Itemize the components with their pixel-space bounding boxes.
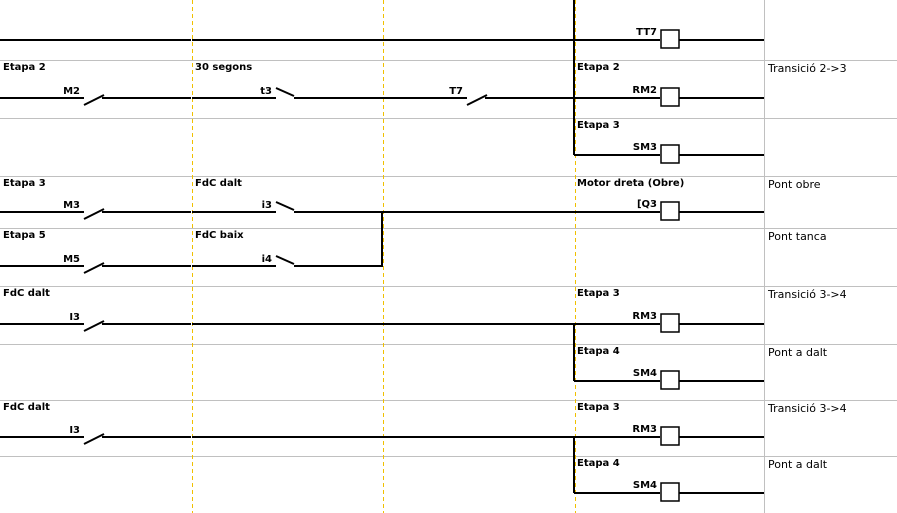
contact-label: T7 [449,86,463,97]
element-description: Etapa 3 [577,288,620,299]
coil-label: SM4 [633,480,657,491]
coil-label: SM3 [633,142,657,153]
contact-label: I3 [69,312,80,323]
contact-nc-symbol[interactable] [275,255,295,265]
coil-label: SM4 [633,368,657,379]
element-description: Etapa 2 [3,62,46,73]
coil-box[interactable] [660,482,680,502]
contact-label: t3 [260,86,272,97]
contact-label: I3 [69,425,80,436]
coil-label: RM3 [632,311,657,322]
element-description: 30 segons [195,62,252,73]
contact-no-symbol[interactable] [466,94,488,106]
element-description: FdC dalt [3,402,50,413]
rung-comment: Pont a dalt [768,458,828,471]
contact-no-symbol[interactable] [83,208,105,220]
coil-box[interactable] [660,29,680,49]
rung-comment: Transició 2->3 [767,62,847,75]
rung-comment: Pont a dalt [768,346,828,359]
wire-layer [0,0,764,494]
contact-nc-symbol[interactable] [275,87,295,97]
coil-box[interactable] [660,87,680,107]
rung-comment: Pont tanca [768,230,827,243]
element-layer [83,29,680,502]
contact-no-symbol[interactable] [83,94,105,106]
element-description: Etapa 3 [3,178,46,189]
rung-comment: Pont obre [768,178,821,191]
coil-label: RM3 [632,424,657,435]
element-description: Etapa 5 [3,230,46,241]
coil-label: TT7 [636,27,657,38]
element-description: Motor dreta (Obre) [577,178,684,189]
contact-label: M3 [63,200,80,211]
contact-label: i4 [262,254,272,265]
contact-no-symbol[interactable] [83,433,105,445]
contact-no-symbol[interactable] [83,262,105,274]
coil-box[interactable] [660,201,680,221]
element-description: FdC baix [195,230,244,241]
contact-no-symbol[interactable] [83,320,105,332]
rung-comment: Transició 3->4 [767,402,847,415]
element-description: Etapa 3 [577,120,620,131]
contact-label: i3 [262,200,272,211]
rung-comment: Transició 3->4 [767,288,847,301]
coil-box[interactable] [660,313,680,333]
element-description: Etapa 4 [577,458,620,469]
element-description: FdC dalt [195,178,242,189]
element-description: FdC dalt [3,288,50,299]
element-description: Etapa 2 [577,62,620,73]
coil-box[interactable] [660,370,680,390]
element-description: Etapa 4 [577,346,620,357]
coil-box[interactable] [660,426,680,446]
coil-label: [Q3 [637,199,657,210]
coil-label: RM2 [632,85,657,96]
coil-box[interactable] [660,144,680,164]
contact-label: M5 [63,254,80,265]
contact-label: M2 [63,86,80,97]
element-description: Etapa 3 [577,402,620,413]
contact-nc-symbol[interactable] [275,201,295,211]
